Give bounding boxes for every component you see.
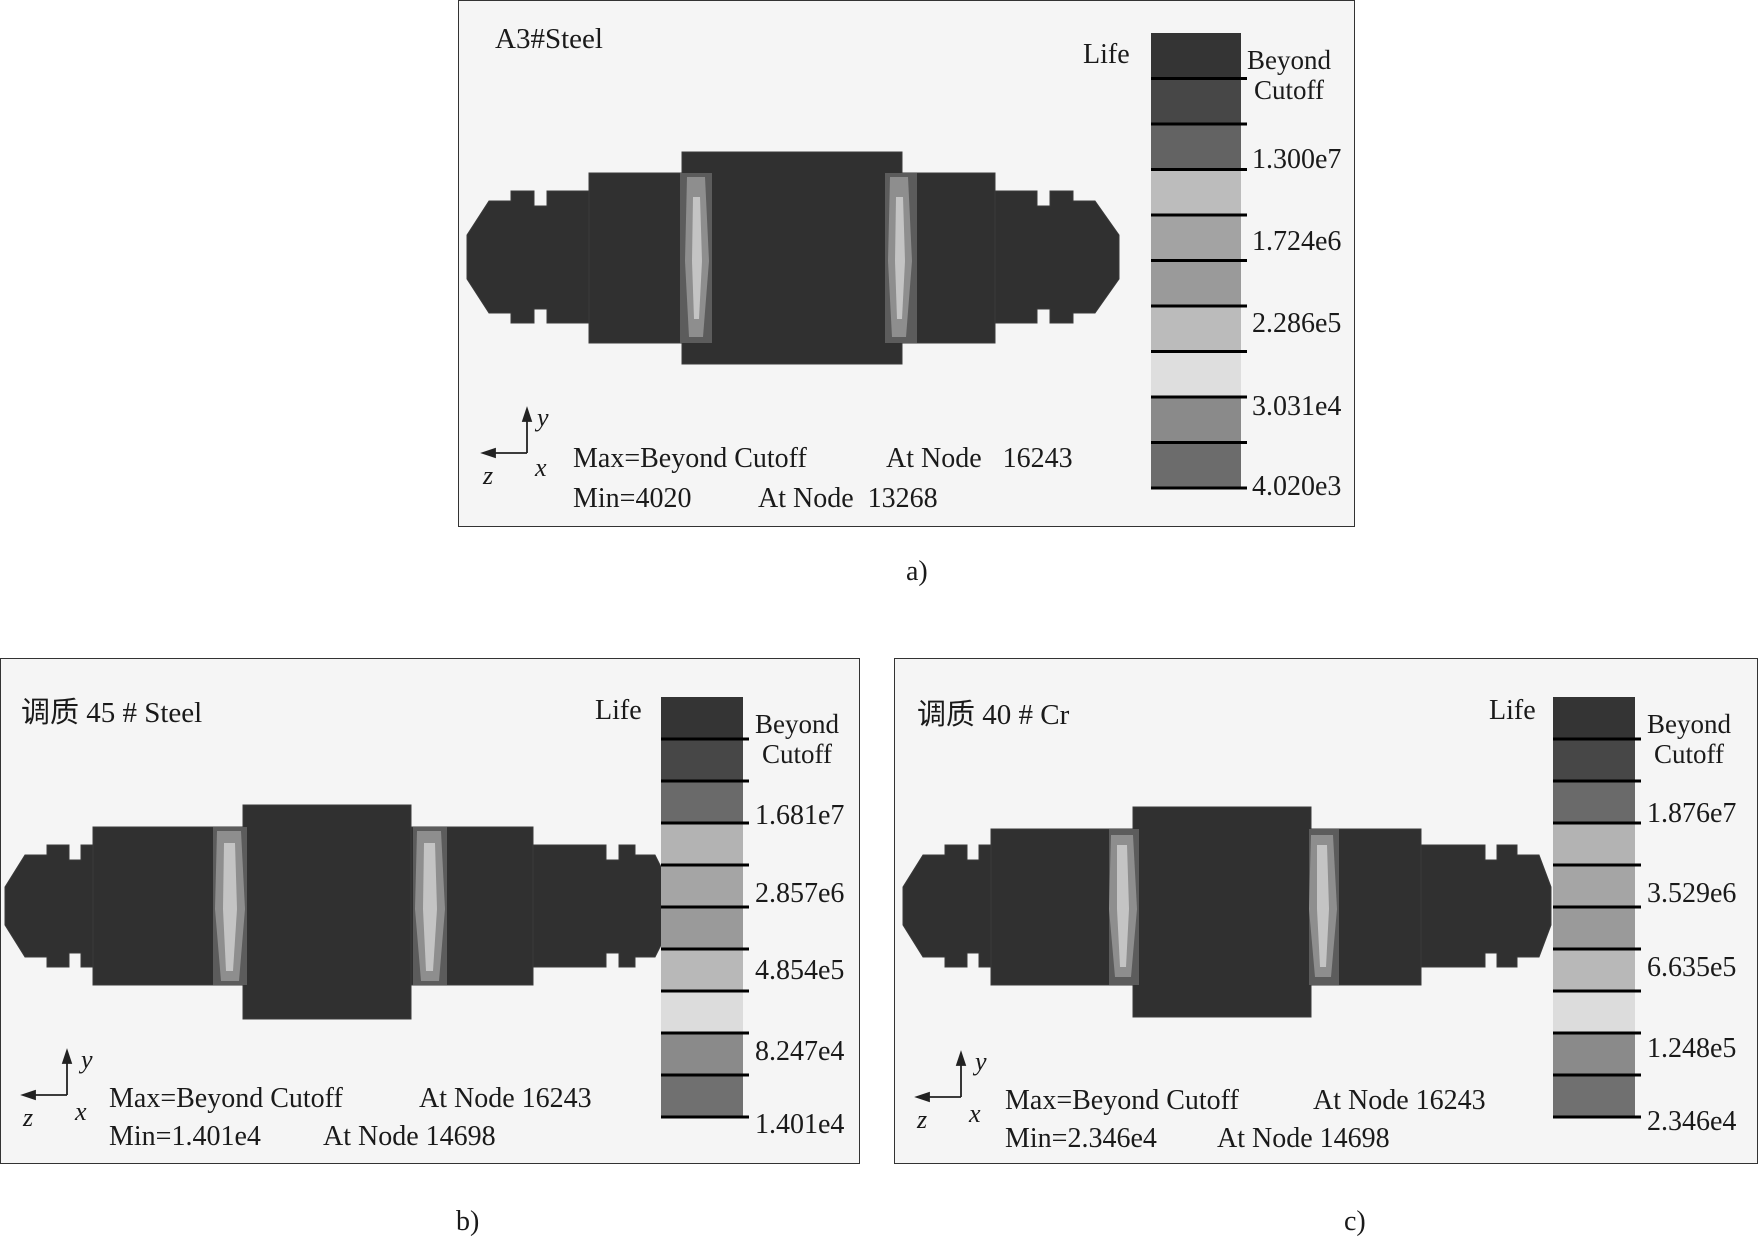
legend-bar-c: [1553, 697, 1641, 1119]
legend-tick-label: 2.346e4: [1647, 1106, 1737, 1137]
legend-tick-label: 1.248e5: [1647, 1033, 1737, 1064]
max-text: Max=Beyond Cutoff: [1005, 1085, 1239, 1116]
hotspot-right-a: [885, 173, 917, 343]
legend-band: [661, 697, 743, 739]
legend-band: [1151, 442, 1241, 488]
legend-band: [661, 823, 743, 865]
hotspot-left-b: [213, 827, 247, 985]
legend-tick-label: 8.247e4: [755, 1036, 845, 1067]
legend-band: [1151, 306, 1241, 352]
max-node: At Node 16243: [419, 1083, 592, 1114]
axis-triad-a: [480, 406, 533, 459]
axis-z-label: z: [483, 461, 494, 490]
legend-band: [1151, 215, 1241, 261]
legend-band: [661, 907, 743, 949]
max-text: Max=Beyond Cutoff: [573, 443, 807, 474]
legend-tick-label: 3.529e6: [1647, 878, 1737, 909]
legend-bar-a: [1151, 33, 1247, 490]
legend-top-label: Beyond Cutoff: [1247, 45, 1331, 105]
legend-band: [1151, 260, 1241, 306]
min-node: At Node 13268: [758, 483, 938, 514]
shaft-model-b: [4, 697, 749, 1119]
legend-band: [1553, 697, 1635, 739]
caption-b: b): [456, 1206, 480, 1237]
legend-tick-label: 1.724e6: [1252, 226, 1342, 257]
legend-tick-label: 4.854e5: [755, 955, 845, 986]
shaft-model-c: [902, 697, 1641, 1119]
hotspot-left-a: [680, 173, 712, 343]
legend-band: [1151, 351, 1241, 397]
min-node: At Node 14698: [1217, 1123, 1390, 1154]
legend-band: [661, 781, 743, 823]
legend-band: [1553, 865, 1635, 907]
max-text: Max=Beyond Cutoff: [109, 1083, 343, 1114]
min-text: Min=2.346e4: [1005, 1123, 1157, 1154]
panel-title: 调质 45 # Steel: [21, 697, 203, 729]
legend-band: [1151, 397, 1241, 443]
legend-tick-label: 1.681e7: [755, 800, 845, 831]
axis-y-label: y: [537, 403, 549, 432]
shaft-model-a: [466, 33, 1247, 490]
legend-tick-label: 2.286e5: [1252, 308, 1342, 339]
min-text: Min=4020: [573, 483, 692, 514]
legend-tick-label: 2.857e6: [755, 878, 845, 909]
axis-y-label: y: [81, 1045, 93, 1074]
min-text: Min=1.401e4: [109, 1121, 261, 1152]
legend-band: [1151, 124, 1241, 170]
legend-band: [1151, 78, 1241, 124]
legend-bar-b: [661, 697, 749, 1119]
legend-band: [1151, 33, 1241, 79]
axis-x-label: x: [75, 1097, 87, 1126]
legend-band: [1553, 781, 1635, 823]
legend-top-label: Beyond Cutoff: [1647, 709, 1731, 769]
legend-label: Life: [595, 695, 642, 726]
axis-y-label: y: [975, 1047, 987, 1076]
hotspot-left-c: [1109, 829, 1139, 985]
legend-tick-label: 1.300e7: [1252, 144, 1342, 175]
legend-top-label: Beyond Cutoff: [755, 709, 839, 769]
axis-x-label: x: [535, 453, 547, 482]
axis-z-label: z: [23, 1103, 34, 1132]
legend-band: [1553, 1033, 1635, 1075]
legend-band: [1553, 907, 1635, 949]
legend-band: [661, 739, 743, 781]
legend-band: [1151, 169, 1241, 215]
legend-band: [661, 865, 743, 907]
legend-tick-label: 1.401e4: [755, 1109, 845, 1140]
legend-band: [1553, 823, 1635, 865]
hotspot-right-c: [1309, 829, 1339, 985]
panel-c: 调质 40 # Cr Life Beyond Cutoff 1.876e7 3.…: [894, 658, 1758, 1164]
max-node: At Node 16243: [1313, 1085, 1486, 1116]
legend-tick-label: 3.031e4: [1252, 391, 1342, 422]
legend-band: [1553, 739, 1635, 781]
max-node: At Node 16243: [886, 443, 1073, 474]
panel-title: A3#Steel: [495, 23, 603, 55]
min-node: At Node 14698: [323, 1121, 496, 1152]
legend-label: Life: [1083, 39, 1130, 70]
hotspot-right-b: [413, 827, 447, 985]
legend-band: [1553, 1075, 1635, 1117]
legend-band: [661, 1033, 743, 1075]
legend-tick-label: 1.876e7: [1647, 798, 1737, 829]
caption-c: c): [1344, 1206, 1366, 1237]
axis-z-label: z: [917, 1105, 928, 1134]
legend-band: [661, 991, 743, 1033]
legend-band: [661, 1075, 743, 1117]
panel-title: 调质 40 # Cr: [917, 699, 1070, 731]
axis-triad-b: [20, 1048, 73, 1101]
caption-a: a): [906, 556, 928, 587]
legend-band: [1553, 991, 1635, 1033]
legend-band: [1553, 949, 1635, 991]
axis-x-label: x: [969, 1099, 981, 1128]
panel-a: A3#Steel Life Beyond Cutoff 1.300e7 1.72…: [458, 0, 1355, 527]
axis-triad-c: [914, 1050, 967, 1103]
legend-label: Life: [1489, 695, 1536, 726]
legend-tick-label: 6.635e5: [1647, 952, 1737, 983]
panel-b: 调质 45 # Steel Life Beyond Cutoff 1.681e7…: [0, 658, 860, 1164]
legend-tick-label: 4.020e3: [1252, 471, 1342, 502]
legend-band: [661, 949, 743, 991]
